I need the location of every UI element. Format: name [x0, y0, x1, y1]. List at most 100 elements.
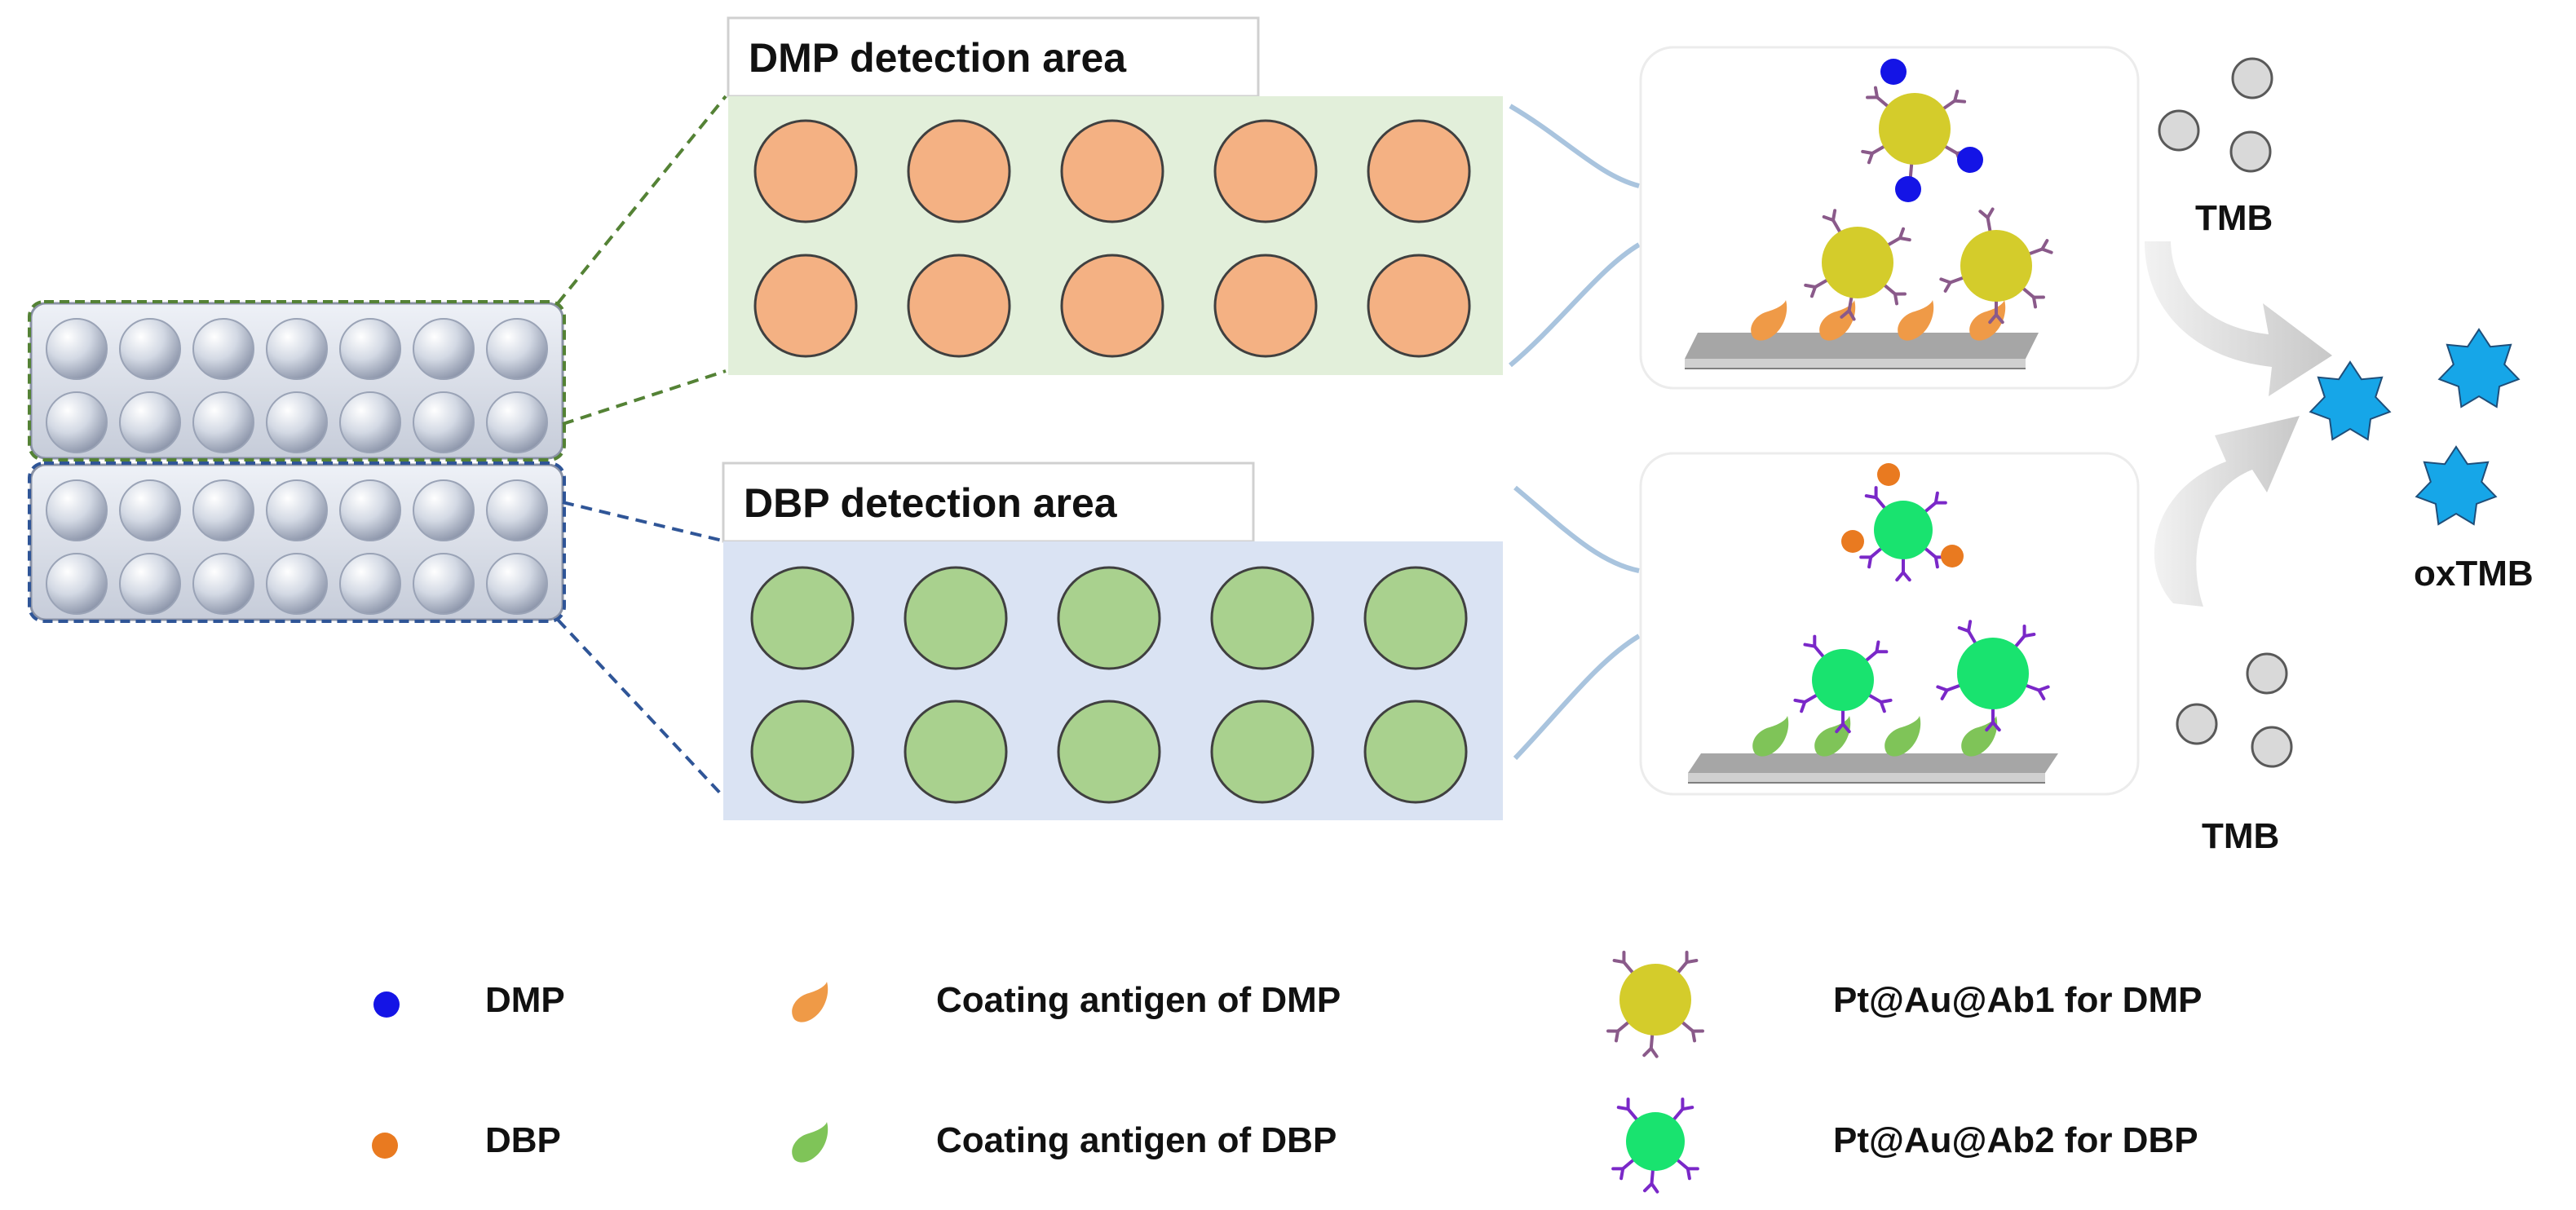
dbp-detection-area: DBP detection area	[722, 461, 1503, 820]
dbp-molecule	[1877, 463, 1900, 486]
tmb-label-top: TMB	[2195, 198, 2273, 238]
tmb-molecule	[2229, 130, 2272, 173]
dmp-area-title-box	[727, 16, 1260, 98]
plate-well	[486, 391, 548, 453]
probe-dmp	[1804, 209, 1911, 321]
dmp-reaction-frame	[1639, 46, 2140, 390]
dbp-substrate-strip	[1688, 753, 2058, 784]
legend-label-dbp: DBP	[485, 1120, 561, 1160]
magnifier-curve-dbp-bottom	[1513, 634, 1641, 761]
plate-well	[266, 318, 328, 380]
oxtmb-molecule	[2309, 360, 2392, 441]
oxtmb-molecule	[2415, 445, 2498, 526]
plate-well	[266, 391, 328, 453]
plate-well	[266, 479, 328, 541]
plate-well	[339, 553, 401, 615]
plate-well	[413, 479, 475, 541]
plate-well	[119, 553, 181, 615]
plate-well	[339, 479, 401, 541]
probe-dbp	[1793, 634, 1893, 734]
zoom-line-dmp-top	[556, 95, 727, 305]
zoom-line-dmp-bottom	[562, 369, 727, 426]
dbp-reaction-frame	[1639, 452, 2140, 796]
legend-item-dbp: DBP	[372, 1120, 561, 1160]
plate-well	[486, 318, 548, 380]
dbp-area-title: DBP detection area	[744, 480, 1118, 526]
plate-well	[486, 479, 548, 541]
dmp-well	[1213, 254, 1318, 358]
dbp-well	[1210, 700, 1315, 804]
probe-dmp	[1939, 207, 2053, 325]
tmb-molecule	[2231, 57, 2273, 99]
plate-well	[266, 553, 328, 615]
legend-item-probe-dmp: Pt@Au@Ab1 for DMP	[1606, 951, 2202, 1058]
dmp-well	[1213, 119, 1318, 223]
legend-item-coating-dbp: Coating antigen of DBP	[792, 1120, 1337, 1163]
legend-item-probe-dbp: Pt@Au@Ab2 for DBP	[1611, 1097, 2198, 1194]
dbp-well	[904, 566, 1008, 670]
coating-antigen-dmp	[1819, 300, 1856, 341]
tmb-conversion: TMB TMB oxTMB	[2145, 57, 2534, 856]
dmp-reaction-panel	[1639, 46, 2140, 390]
plate-well	[339, 318, 401, 380]
legend-label-coating-dmp: Coating antigen of DMP	[936, 980, 1341, 1020]
tmb-molecule	[2251, 726, 2293, 768]
microplate	[28, 300, 566, 623]
probe-dbp-icon	[1611, 1097, 1699, 1194]
plate-well	[46, 553, 108, 615]
oxtmb-label: oxTMB	[2414, 554, 2534, 594]
legend-item-dmp: DMP	[373, 980, 565, 1020]
coating-antigen-dmp	[1751, 300, 1787, 341]
legend-label-coating-dbp: Coating antigen of DBP	[936, 1120, 1337, 1160]
dbp-molecule	[1941, 545, 1964, 567]
dbp-well	[1210, 566, 1315, 670]
legend: DMP DBP Coating antigen of DMP Coating a…	[372, 951, 2202, 1194]
legend-item-coating-dmp: Coating antigen of DMP	[792, 980, 1341, 1022]
coating-antigen-dbp	[1752, 716, 1789, 757]
plate-well	[413, 318, 475, 380]
dbp-well	[750, 700, 855, 804]
conversion-arrow-bottom	[2154, 416, 2300, 607]
dmp-well	[1367, 119, 1471, 223]
oxtmb-molecule	[2437, 328, 2521, 408]
zoom-lines	[556, 95, 727, 801]
plate-well	[119, 479, 181, 541]
dmp-well	[1060, 119, 1164, 223]
dmp-well	[1367, 254, 1471, 358]
dbp-molecule	[1841, 530, 1864, 553]
plate-dbp-rows-outline	[28, 461, 566, 623]
legend-label-dmp: DMP	[485, 980, 565, 1020]
probe-dmp-icon	[1606, 951, 1704, 1058]
plate-well	[46, 318, 108, 380]
tmb-molecule	[2158, 109, 2200, 152]
dbp-well	[904, 700, 1008, 804]
plate-well	[46, 479, 108, 541]
dmp-well	[907, 254, 1011, 358]
plate-well	[46, 391, 108, 453]
dbp-well	[1057, 700, 1161, 804]
dmp-well	[753, 119, 858, 223]
dbp-well	[750, 566, 855, 670]
zoom-line-dbp-top	[562, 501, 727, 543]
coating-antigen-dmp	[1898, 300, 1934, 341]
plate-well	[486, 553, 548, 615]
magnifier-curve-dmp-bottom	[1509, 242, 1641, 368]
plate-well	[192, 553, 254, 615]
legend-label-probe-dbp: Pt@Au@Ab2 for DBP	[1833, 1120, 2198, 1160]
legend-label-probe-dmp: Pt@Au@Ab1 for DMP	[1833, 980, 2202, 1020]
dbp-reaction-panel	[1639, 452, 2140, 796]
plate-well	[192, 391, 254, 453]
coating-antigen-dbp	[1885, 716, 1921, 757]
dmp-well	[753, 254, 858, 358]
dbp-well	[1057, 566, 1161, 670]
dmp-detection-area: DMP detection area	[727, 16, 1503, 375]
dbp-well	[1363, 700, 1468, 804]
plate-well	[413, 553, 475, 615]
dbp-molecule-icon	[372, 1133, 398, 1159]
dmp-molecule	[1957, 147, 1983, 173]
plate-dmp-rows-outline	[28, 300, 566, 461]
dmp-molecule	[1880, 59, 1907, 85]
plate-well	[413, 391, 475, 453]
zoom-line-dbp-bottom	[556, 618, 727, 801]
